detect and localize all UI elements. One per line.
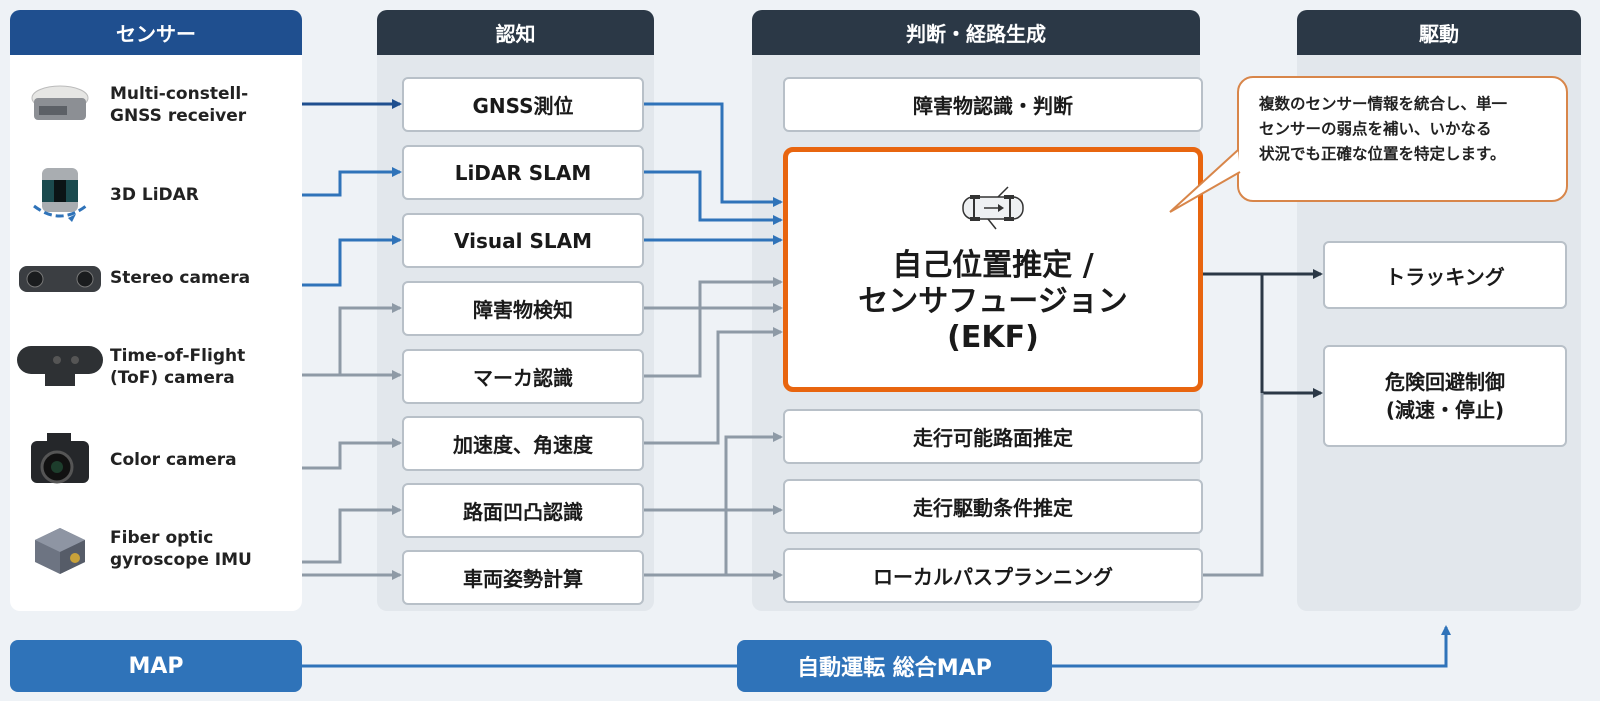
cognition-road-unevenness[interactable]: 路面凹凸認識 <box>402 483 644 538</box>
judgment-header: 判断・経路生成 <box>752 10 1200 55</box>
vehicle-fusion-icon <box>958 183 1028 242</box>
imu-icon <box>10 519 110 579</box>
cognition-marker-recognition[interactable]: マーカ認識 <box>402 349 644 404</box>
sensor-gnss: Multi-constell- GNSS receiver <box>10 75 302 135</box>
map-button[interactable]: MAP <box>10 640 302 692</box>
sensor-imu: Fiber optic gyroscope IMU <box>10 519 302 579</box>
drive-header: 駆動 <box>1297 10 1581 55</box>
stereo-camera-icon <box>10 248 110 308</box>
sensor-color-camera: Color camera <box>10 430 302 490</box>
sensor-stereo: Stereo camera <box>10 248 302 308</box>
judgment-local-path-planning[interactable]: ローカルパスプランニング <box>783 548 1203 603</box>
cognition-vehicle-attitude[interactable]: 車両姿勢計算 <box>402 550 644 605</box>
judgment-obstacle-judgment[interactable]: 障害物認識・判断 <box>783 77 1203 132</box>
judgment-drive-condition[interactable]: 走行駆動条件推定 <box>783 479 1203 534</box>
tof-camera-icon <box>10 337 110 397</box>
gnss-receiver-icon <box>10 75 110 135</box>
cognition-acceleration[interactable]: 加速度、角速度 <box>402 416 644 471</box>
color-camera-icon <box>10 430 110 490</box>
integrated-map-button[interactable]: 自動運転 総合MAP <box>737 640 1052 692</box>
cognition-lidar-slam[interactable]: LiDAR SLAM <box>402 145 644 200</box>
sensor-panel: Multi-constell- GNSS receiver 3D LiDAR S… <box>10 55 302 611</box>
cognition-visual-slam[interactable]: Visual SLAM <box>402 213 644 268</box>
wire-path-drive <box>1203 393 1264 577</box>
ekf-title-line2: センサフュージョン <box>858 284 1128 319</box>
wire-integrated-map <box>1052 625 1451 668</box>
ekf-title-line1: 自己位置推定 / <box>892 248 1094 283</box>
cognition-header: 認知 <box>377 10 654 55</box>
drive-tracking[interactable]: トラッキング <box>1323 241 1567 309</box>
ekf-title-line3: (EKF) <box>947 320 1039 355</box>
callout-bubble: 複数のセンサー情報を統合し、単一 センサーの弱点を補い、いかなる 状況でも正確な… <box>1237 76 1568 202</box>
drive-danger-avoidance[interactable]: 危険回避制御 (減速・停止) <box>1323 345 1567 447</box>
cognition-gnss[interactable]: GNSS測位 <box>402 77 644 132</box>
ekf-box[interactable]: 自己位置推定 / センサフュージョン (EKF) <box>783 147 1203 392</box>
lidar-icon <box>10 165 110 225</box>
sensor-tof: Time-of-Flight (ToF) camera <box>10 337 302 397</box>
cognition-obstacle-detection[interactable]: 障害物検知 <box>402 281 644 336</box>
sensor-header: センサー <box>10 10 302 55</box>
sensor-lidar: 3D LiDAR <box>10 165 302 225</box>
judgment-drivable-surface[interactable]: 走行可能路面推定 <box>783 409 1203 464</box>
